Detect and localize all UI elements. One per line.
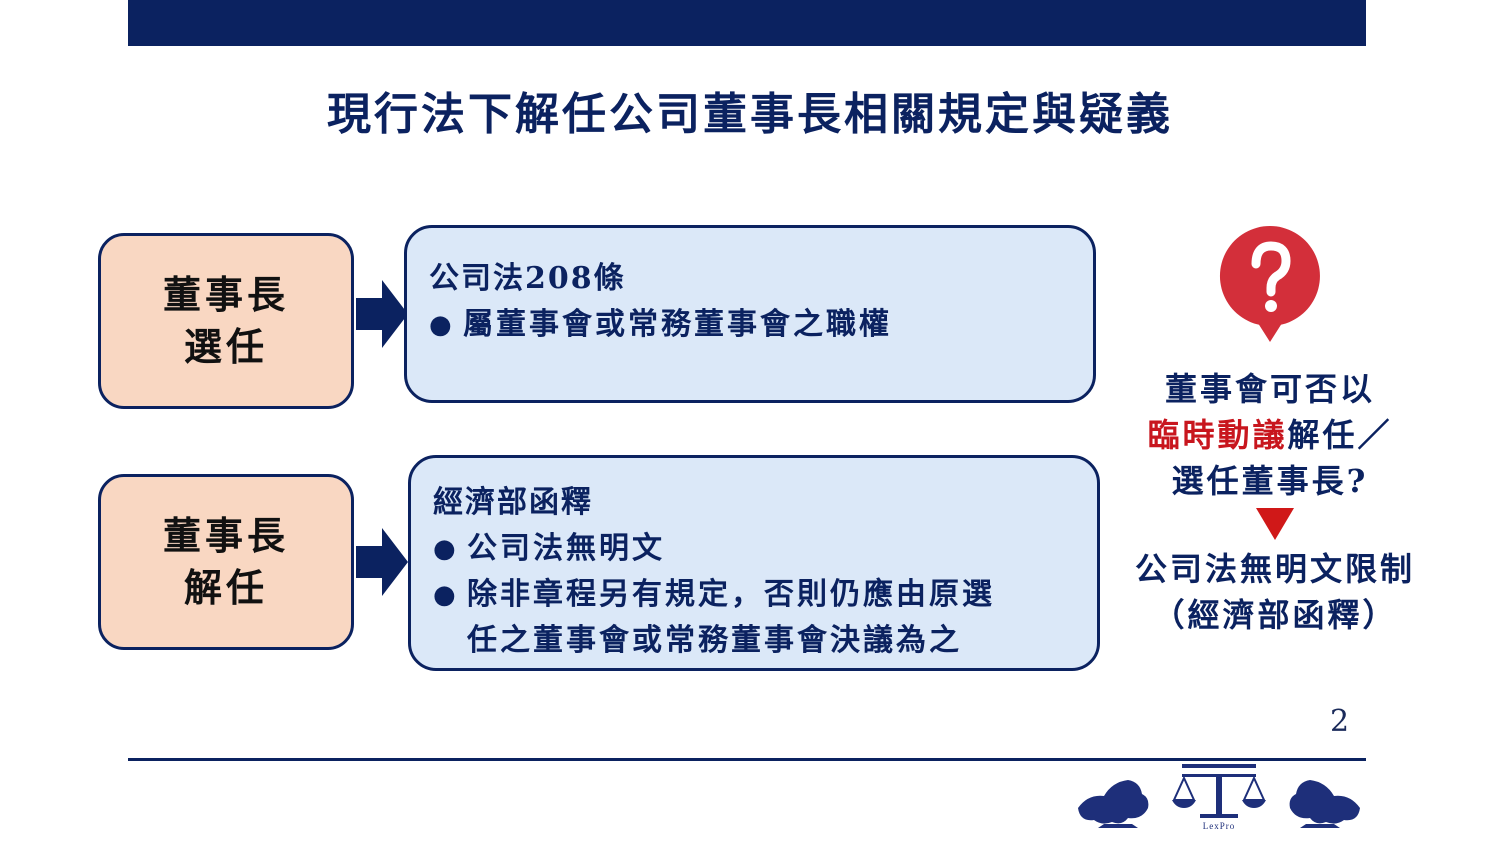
lexpro-logo-icon: LexPro	[1078, 764, 1360, 830]
answer-line: 公司法無明文限制	[1134, 550, 1415, 588]
page-number: 2	[1330, 704, 1350, 739]
down-triangle-icon	[1256, 508, 1294, 540]
bullet-item: ● 屬董事會或常務董事會之職權	[429, 302, 1073, 348]
svg-text:LexPro: LexPro	[1203, 821, 1236, 830]
side-answer-text: 公司法無明文限制 （經濟部函釋）	[1110, 546, 1440, 638]
content-box-moea-interpretation: 經濟部函釋 ● 公司法無明文 ● 除非章程另有規定，否則仍應由原選 任之董事會或…	[408, 455, 1100, 671]
question-bubble-icon	[1219, 226, 1320, 342]
content-heading: 經濟部函釋	[433, 485, 593, 520]
bullet-item: ● 公司法無明文	[433, 526, 1077, 572]
label-line: 解任	[183, 565, 268, 610]
content-box-article-208: 公司法208條 ● 屬董事會或常務董事會之職權	[404, 225, 1096, 403]
right-arrow-icon	[356, 280, 408, 348]
side-question-text: 董事會可否以 臨時動議解任／ 選任董事長?	[1120, 366, 1420, 504]
label-line: 選任	[183, 324, 268, 369]
label-line: 董事長	[162, 513, 289, 558]
bullet-dot-icon: ●	[433, 580, 459, 610]
bullet-dot-icon: ●	[429, 310, 455, 340]
label-box-chairman-dismissal: 董事長 解任	[98, 474, 354, 650]
bullet-continuation: 任之董事會或常務董事會決議為之	[433, 618, 1077, 664]
question-line: 臨時動議解任／	[1147, 416, 1393, 454]
answer-line: （經濟部函釋）	[1152, 596, 1398, 634]
right-arrow-icon	[356, 528, 408, 596]
bullet-text: 屬董事會或常務董事會之職權	[463, 307, 892, 342]
bullet-text: 公司法無明文	[467, 531, 665, 566]
top-banner-bar	[128, 0, 1366, 46]
question-highlight: 臨時動議	[1147, 416, 1288, 454]
bullet-text: 任之董事會或常務董事會決議為之	[467, 623, 962, 658]
question-line: 董事會可否以	[1164, 370, 1375, 408]
bullet-item: ● 除非章程另有規定，否則仍應由原選	[433, 572, 1077, 618]
label-box-chairman-election: 董事長 選任	[98, 233, 354, 409]
content-heading: 公司法208條	[429, 261, 626, 296]
question-line: 選任董事長?	[1171, 462, 1369, 500]
slide-title: 現行法下解任公司董事長相關規定與疑義	[327, 89, 1173, 140]
bullet-dot-icon: ●	[433, 534, 459, 564]
bullet-text: 除非章程另有規定，否則仍應由原選	[467, 577, 995, 612]
footer-divider	[128, 758, 1366, 761]
label-line: 董事長	[162, 272, 289, 317]
